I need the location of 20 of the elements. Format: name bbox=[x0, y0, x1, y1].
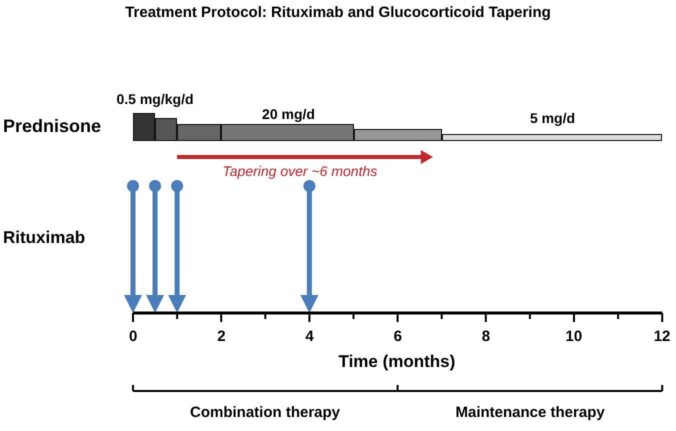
dose-bar bbox=[354, 129, 442, 141]
tick-label: 0 bbox=[129, 328, 138, 345]
dose-bar bbox=[177, 124, 222, 141]
tick-label: 4 bbox=[305, 328, 314, 345]
dose-label: 20 mg/d bbox=[261, 106, 316, 122]
title: Treatment Protocol: Rituximab and Glucocorticoid Tapering bbox=[124, 4, 552, 21]
tick-label: 10 bbox=[566, 328, 582, 345]
phase-label: Combination therapy bbox=[190, 404, 340, 421]
row-label: Prednisone bbox=[3, 116, 102, 137]
row-label: Rituximab bbox=[3, 228, 86, 248]
tick-label: 6 bbox=[394, 328, 402, 345]
dose-label: 5 mg/d bbox=[528, 110, 576, 126]
tick-label: 12 bbox=[654, 328, 670, 345]
annotation-text: Tapering over ~6 months bbox=[222, 163, 378, 179]
dose-label: 0.5 mg/kg/d bbox=[115, 91, 195, 107]
tick-label: 2 bbox=[217, 328, 226, 345]
dose-bar bbox=[155, 118, 178, 141]
tick-label: 8 bbox=[482, 328, 490, 345]
axis-title: Time (months) bbox=[338, 352, 456, 372]
phase-label: Maintenance therapy bbox=[456, 404, 605, 421]
